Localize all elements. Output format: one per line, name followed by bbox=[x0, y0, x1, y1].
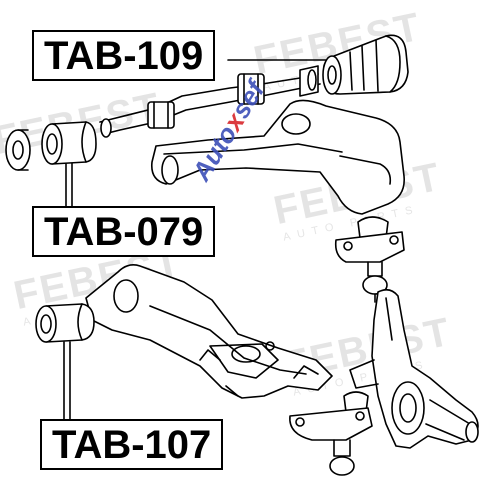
bushing-tab-079 bbox=[5, 121, 97, 171]
part-label-top: TAB-109 bbox=[32, 30, 216, 81]
lower-ball-joint bbox=[289, 391, 373, 476]
upper-control-arm bbox=[150, 99, 405, 215]
lower-control-arm bbox=[85, 264, 333, 399]
bushing-tab-107 bbox=[35, 303, 95, 343]
upper-ball-joint bbox=[334, 216, 405, 303]
bushing-tab-109 bbox=[322, 34, 409, 95]
part-label-middle: TAB-079 bbox=[32, 206, 216, 257]
upper-arm-shaft bbox=[99, 65, 321, 138]
part-label-bottom: TAB-107 bbox=[40, 419, 224, 470]
leader-lines bbox=[63, 59, 331, 420]
steering-knuckle bbox=[349, 288, 479, 449]
